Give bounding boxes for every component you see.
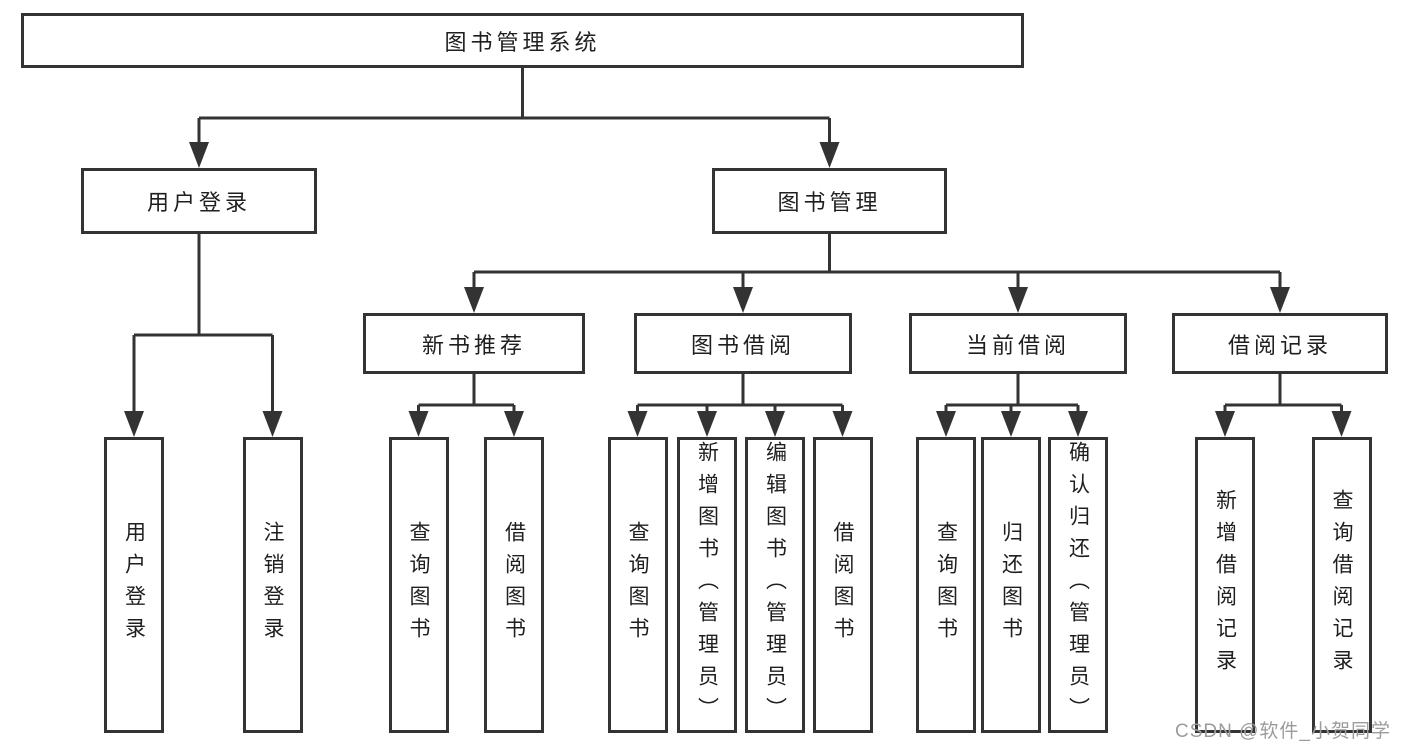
leaf-label: 查询图书: [934, 521, 958, 649]
leaf-user-login: 用户登录: [104, 437, 164, 733]
arrow-down-icon: [408, 411, 429, 437]
node-label: 图书管理: [777, 190, 882, 215]
connector-newbook-to-leaves: [417, 374, 516, 415]
node-library-management-system: 图书管理系统: [21, 13, 1024, 68]
leaf-label: 确认归还（管理员）: [1066, 441, 1090, 729]
arrowheads: [124, 142, 1352, 437]
arrow-down-icon: [1008, 287, 1028, 313]
arrow-down-icon: [1068, 411, 1088, 437]
leaf-borrow-books-recommend: 借阅图书: [484, 437, 544, 733]
arrow-down-icon: [504, 411, 524, 437]
leaf-query-books-recommend: 查询图书: [388, 437, 449, 733]
leaf-borrow-books-borrowing: 借阅图书: [812, 437, 873, 733]
arrow-down-icon: [1215, 411, 1235, 437]
arrow-down-icon: [627, 411, 648, 437]
arrow-down-icon: [697, 411, 717, 437]
node-label: 图书借阅: [690, 332, 795, 358]
leaf-label: 用户登录: [122, 521, 146, 649]
node-user-login: 用户登录: [81, 168, 317, 234]
connector-userlogin-to-leaves: [132, 234, 274, 415]
leaf-label: 查询图书: [626, 521, 649, 649]
leaf-label: 归还图书: [999, 521, 1023, 649]
arrow-down-icon: [1001, 411, 1021, 437]
node-label: 借阅记录: [1227, 332, 1332, 358]
node-book-management: 图书管理: [712, 168, 947, 234]
leaf-logout: 注销登录: [242, 437, 303, 733]
leaf-confirm-return-admin: 确认归还（管理员）: [1048, 437, 1108, 733]
leaf-query-borrow-record: 查询借阅记录: [1311, 437, 1372, 733]
arrow-down-icon: [464, 287, 484, 313]
node-label: 当前借阅: [965, 332, 1070, 358]
arrow-down-icon: [124, 411, 144, 437]
arrow-down-icon: [189, 142, 209, 168]
arrow-down-icon: [936, 411, 956, 437]
node-label: 新书推荐: [421, 332, 526, 358]
arrow-down-icon: [733, 287, 753, 313]
connector-borrow-to-leaves: [636, 374, 844, 415]
leaf-query-books-borrowing: 查询图书: [607, 437, 668, 733]
arrow-down-icon: [1331, 411, 1352, 437]
connector-root-to-level2: [197, 68, 831, 146]
node-current-borrowing: 当前借阅: [909, 313, 1127, 374]
leaf-label: 借阅图书: [502, 521, 526, 649]
connector-current-to-leaves: [944, 374, 1080, 415]
leaf-label: 新增图书（管理员）: [695, 441, 719, 729]
node-label: 用户登录: [146, 190, 251, 215]
connector-bookmgmt-to-level3: [472, 234, 1282, 291]
leaf-label: 查询借阅记录: [1330, 489, 1353, 681]
node-label: 图书管理系统: [444, 29, 601, 55]
leaf-label: 编辑图书（管理员）: [763, 441, 787, 729]
arrow-down-icon: [832, 411, 853, 437]
node-book-borrowing: 图书借阅: [634, 313, 852, 374]
csdn-watermark: CSDN @软件_小贺同学: [1175, 721, 1391, 742]
arrow-down-icon: [819, 142, 840, 168]
leaf-add-borrow-record: 新增借阅记录: [1195, 437, 1255, 733]
leaf-edit-books-admin: 编辑图书（管理员）: [745, 437, 805, 733]
leaf-label: 查询图书: [407, 521, 430, 649]
arrow-down-icon: [1270, 287, 1290, 313]
connector-records-to-leaves: [1223, 374, 1343, 415]
node-borrowing-records: 借阅记录: [1172, 313, 1388, 374]
leaf-return-books: 归还图书: [981, 437, 1041, 733]
leaf-label: 借阅图书: [831, 521, 854, 649]
leaf-add-books-admin: 新增图书（管理员）: [677, 437, 737, 733]
arrow-down-icon: [262, 411, 283, 437]
leaf-query-books-current: 查询图书: [916, 437, 976, 733]
leaf-label: 新增借阅记录: [1213, 489, 1237, 681]
leaf-label: 注销登录: [261, 521, 284, 649]
arrow-down-icon: [765, 411, 785, 437]
node-new-book-recommendation: 新书推荐: [363, 313, 585, 374]
